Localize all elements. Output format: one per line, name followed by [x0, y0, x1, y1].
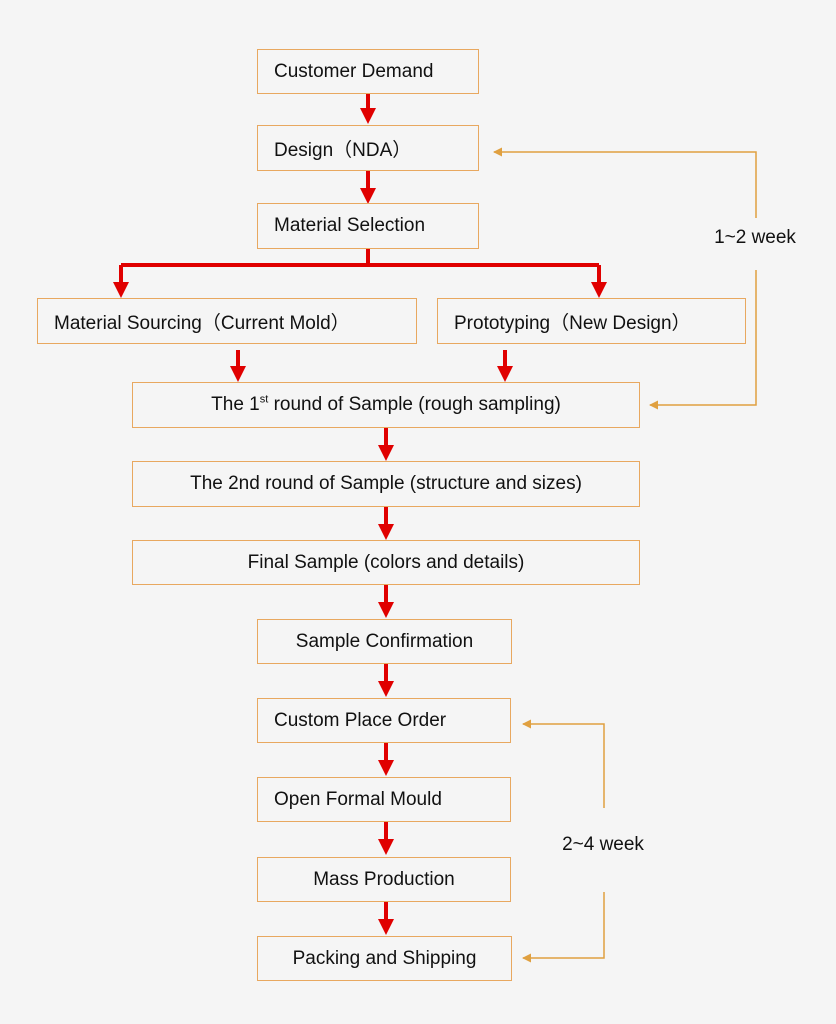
material-selection-label: Material Selection — [274, 215, 426, 236]
customer-demand-box: Customer Demand — [257, 49, 479, 94]
sample-confirmation-box: Sample Confirmation — [257, 619, 512, 664]
material-sourcing-label: Material Sourcing（Current Mold） — [54, 312, 350, 334]
material-sourcing-box: Material Sourcing（Current Mold） — [37, 298, 417, 344]
open-mould-box: Open Formal Mould — [257, 777, 511, 822]
mass-production-box: Mass Production — [257, 857, 511, 902]
customer-demand-label: Customer Demand — [274, 60, 434, 82]
place-order-box: Custom Place Order — [257, 698, 511, 743]
round1-sample-box: The 1st round of Sample (rough sampling) — [132, 382, 640, 428]
packing-shipping-box: Packing and Shipping — [257, 936, 512, 981]
final-sample-box: Final Sample (colors and details) — [132, 540, 640, 585]
round1-sample-label: The 1st round of Sample (rough sampling) — [211, 393, 561, 415]
round2-sample-label: The 2nd round of Sample (structure and s… — [190, 473, 582, 494]
place-order-label: Custom Place Order — [274, 709, 447, 731]
sampling-duration-label: 1~2 week — [710, 227, 800, 249]
open-mould-label: Open Formal Mould — [274, 788, 442, 810]
prototyping-label: Prototyping（New Design） — [454, 312, 691, 334]
duration-bracket-production-bottom — [522, 892, 605, 963]
design-label: Design（NDA） — [274, 139, 412, 161]
duration-bracket-production-top — [522, 719, 605, 808]
packing-shipping-label: Packing and Shipping — [292, 947, 477, 969]
sample-confirmation-label: Sample Confirmation — [295, 630, 474, 652]
final-sample-label: Final Sample (colors and details) — [247, 551, 525, 573]
prototyping-box: Prototyping（New Design） — [437, 298, 746, 344]
duration-bracket-sampling-top — [493, 147, 757, 218]
design-box: Design（NDA） — [257, 125, 479, 171]
mass-production-label: Mass Production — [313, 868, 455, 890]
production-duration-label: 2~4 week — [558, 834, 648, 856]
duration-bracket-sampling-bottom — [649, 270, 757, 410]
round2-sample-box: The 2nd round of Sample (structure and s… — [132, 461, 640, 507]
material-selection-box: Material Selection — [257, 203, 479, 249]
